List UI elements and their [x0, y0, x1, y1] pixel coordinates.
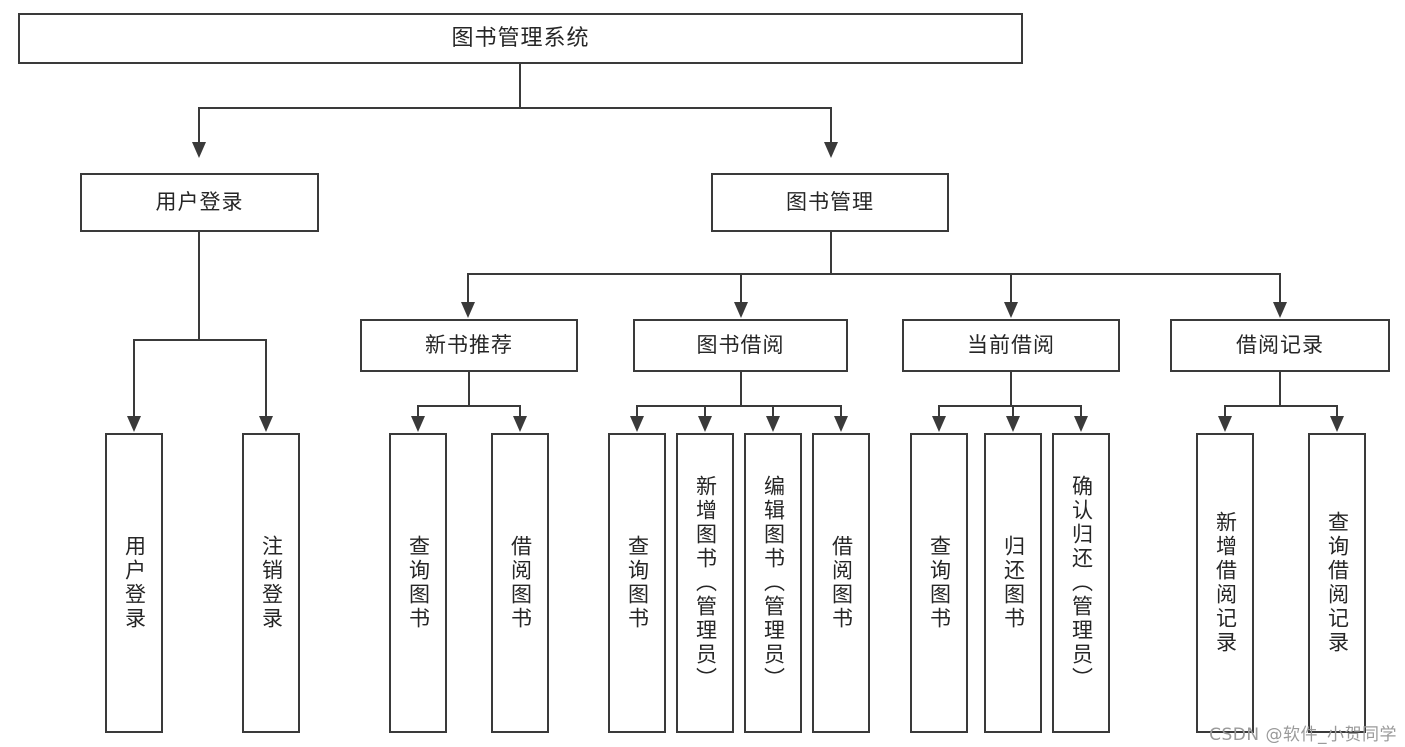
watermark-text: CSDN @软件_小贺同学	[1209, 725, 1397, 745]
connector-record-bus	[1224, 405, 1338, 407]
arrow-to-add-book	[698, 416, 712, 432]
leaf-borrow-add-book[interactable]: 新增图书（管理员）	[676, 433, 734, 733]
connector-bookborrow-bus	[636, 405, 842, 407]
connector-recommend-r	[519, 405, 521, 419]
node-label: 用户登录	[122, 535, 147, 631]
leaf-current-query-book[interactable]: 查询图书	[910, 433, 968, 733]
connector-login-right	[265, 339, 267, 417]
arrow-to-leaf-logout	[259, 416, 273, 432]
connector-manage-stem	[830, 232, 832, 274]
arrow-to-add-record	[1218, 416, 1232, 432]
connector-record-r	[1336, 405, 1338, 419]
leaf-borrow-borrow-book[interactable]: 借阅图书	[812, 433, 870, 733]
leaf-logout[interactable]: 注销登录	[242, 433, 300, 733]
connector-currentborrow-stem	[1010, 372, 1012, 406]
connector-manage-b1	[467, 273, 469, 303]
leaf-record-query[interactable]: 查询借阅记录	[1308, 433, 1366, 733]
node-label: 归还图书	[1001, 535, 1026, 631]
arrow-to-user-login	[192, 142, 206, 158]
arrow-to-current-borrow	[1004, 302, 1018, 318]
leaf-current-return-book[interactable]: 归还图书	[984, 433, 1042, 733]
node-label: 查询图书	[406, 535, 431, 631]
leaf-recommend-borrow-book[interactable]: 借阅图书	[491, 433, 549, 733]
connector-bookborrow-b2	[704, 405, 706, 419]
connector-record-l	[1224, 405, 1226, 419]
connector-manage-b3	[1010, 273, 1012, 303]
node-label: 查询图书	[927, 535, 952, 631]
node-label: 用户登录	[155, 190, 244, 215]
arrow-to-return-book	[1006, 416, 1020, 432]
connector-manage-b4	[1279, 273, 1281, 303]
connector-login-stem	[198, 232, 200, 340]
arrow-to-book-manage	[824, 142, 838, 158]
arrow-to-query-book-1	[411, 416, 425, 432]
arrow-to-borrow-book-1	[513, 416, 527, 432]
arrow-to-borrow-book-2	[834, 416, 848, 432]
node-root-system[interactable]: 图书管理系统	[18, 13, 1023, 64]
node-label: 新书推荐	[425, 333, 513, 358]
node-label: 借阅记录	[1236, 333, 1324, 358]
node-borrow-record[interactable]: 借阅记录	[1170, 319, 1390, 372]
node-new-book-recommend[interactable]: 新书推荐	[360, 319, 578, 372]
arrow-to-confirm-return	[1074, 416, 1088, 432]
connector-bookborrow-b1	[636, 405, 638, 419]
connector-recommend-stem	[468, 372, 470, 406]
arrow-to-query-book-3	[932, 416, 946, 432]
connector-record-stem	[1279, 372, 1281, 406]
arrow-to-query-book-2	[630, 416, 644, 432]
connector-recommend-l	[417, 405, 419, 419]
connector-root-to-login	[198, 107, 200, 143]
node-label: 新增借阅记录	[1213, 511, 1238, 655]
arrow-to-query-record	[1330, 416, 1344, 432]
node-label: 借阅图书	[508, 535, 533, 631]
node-label: 图书管理	[786, 190, 874, 215]
node-label: 确认归还（管理员）	[1069, 475, 1094, 691]
connector-root-stem	[519, 64, 521, 108]
connector-bookborrow-b3	[772, 405, 774, 419]
node-book-borrow[interactable]: 图书借阅	[633, 319, 848, 372]
node-label: 图书借阅	[696, 333, 785, 358]
arrow-to-edit-book	[766, 416, 780, 432]
arrow-to-new-book-recommend	[461, 302, 475, 318]
connector-manage-b2	[740, 273, 742, 303]
connector-currentborrow-b1	[938, 405, 940, 419]
leaf-borrow-query-book[interactable]: 查询图书	[608, 433, 666, 733]
leaf-user-login[interactable]: 用户登录	[105, 433, 163, 733]
connector-login-bus	[133, 339, 267, 341]
connector-root-to-manage	[830, 107, 832, 143]
leaf-borrow-edit-book[interactable]: 编辑图书（管理员）	[744, 433, 802, 733]
connector-currentborrow-b2	[1012, 405, 1014, 419]
node-label: 查询借阅记录	[1325, 511, 1350, 655]
node-current-borrow[interactable]: 当前借阅	[902, 319, 1120, 372]
connector-manage-bus	[467, 273, 1281, 275]
node-label: 新增图书（管理员）	[693, 475, 718, 691]
node-label: 借阅图书	[829, 535, 854, 631]
connector-root-bus	[198, 107, 832, 109]
node-label: 图书管理系统	[451, 25, 590, 51]
node-label: 注销登录	[259, 535, 284, 631]
connector-bookborrow-b4	[840, 405, 842, 419]
arrow-to-leaf-user-login	[127, 416, 141, 432]
node-label: 当前借阅	[967, 333, 1055, 358]
connector-recommend-bus	[417, 405, 521, 407]
connector-currentborrow-bus	[938, 405, 1082, 407]
node-book-manage[interactable]: 图书管理	[711, 173, 949, 232]
leaf-recommend-query-book[interactable]: 查询图书	[389, 433, 447, 733]
node-label: 编辑图书（管理员）	[761, 475, 786, 691]
node-label: 查询图书	[625, 535, 650, 631]
arrow-to-borrow-record	[1273, 302, 1287, 318]
connector-login-left	[133, 339, 135, 417]
leaf-current-confirm-return[interactable]: 确认归还（管理员）	[1052, 433, 1110, 733]
connector-currentborrow-b3	[1080, 405, 1082, 419]
leaf-record-add[interactable]: 新增借阅记录	[1196, 433, 1254, 733]
node-user-login[interactable]: 用户登录	[80, 173, 319, 232]
arrow-to-book-borrow	[734, 302, 748, 318]
connector-bookborrow-stem	[740, 372, 742, 406]
